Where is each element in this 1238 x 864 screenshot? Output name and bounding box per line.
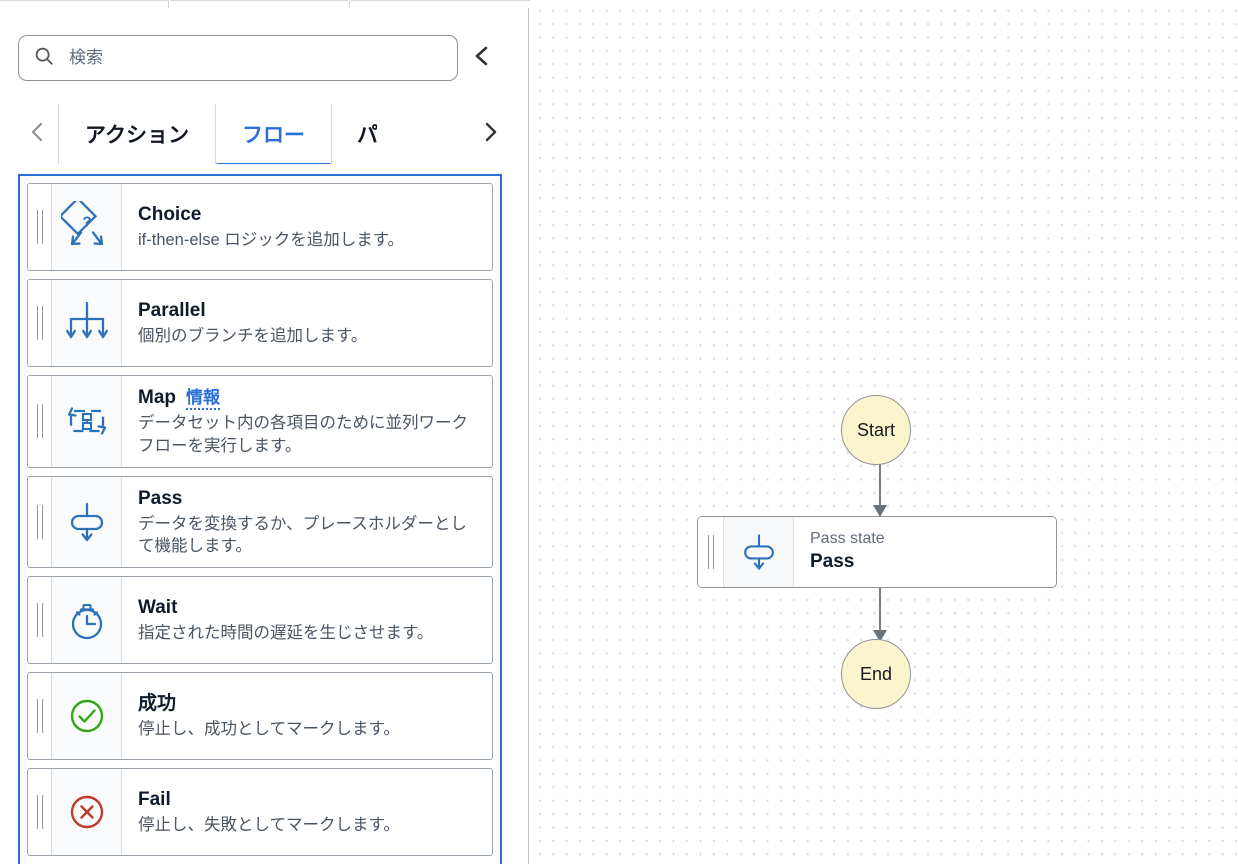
- list-item[interactable]: Wait 指定された時間の遅延を生じさせます。: [27, 576, 493, 665]
- state-name: 成功: [138, 693, 177, 715]
- list-item-text: Choice if-then-else ロジックを追加します。: [122, 184, 492, 270]
- state-list: ? Choice if-then-else ロジックを追加します。: [18, 174, 502, 864]
- state-title: Fail: [138, 788, 478, 812]
- palette-tabs: アクション フロー パ: [18, 104, 510, 164]
- tab-patterns[interactable]: パ: [330, 104, 377, 164]
- state-title: 成功: [138, 692, 478, 716]
- list-item[interactable]: Parallel 個別のブランチを追加します。: [27, 279, 493, 367]
- list-item-text: Wait 指定された時間の遅延を生じさせます。: [122, 577, 492, 663]
- list-item[interactable]: 成功 停止し、成功としてマークします。: [27, 672, 493, 761]
- parallel-icon: [52, 280, 122, 366]
- search-row: [18, 34, 510, 82]
- fail-icon: [52, 769, 122, 856]
- start-node-label: Start: [856, 419, 895, 440]
- drag-handle-icon[interactable]: [28, 673, 52, 760]
- pass-node-subtitle: Pass state: [810, 530, 885, 548]
- drag-handle-icon[interactable]: [698, 517, 724, 587]
- state-name: Parallel: [138, 299, 206, 321]
- top-hairline-3: [351, 0, 530, 1]
- state-description: if-then-else ロジックを追加します。: [138, 230, 405, 249]
- workflow-canvas[interactable]: Start Pass state Pass End: [530, 0, 1238, 864]
- list-item[interactable]: Fail 停止し、失敗としてマークします。: [27, 768, 493, 857]
- state-name: Pass: [138, 487, 183, 509]
- map-icon: [52, 376, 122, 467]
- edge-pass-to-end: [873, 585, 887, 642]
- tabs-scroll-left-button[interactable]: [18, 104, 58, 164]
- tab-actions-label: アクション: [85, 124, 189, 147]
- pass-icon: [724, 517, 794, 587]
- edge-start-to-pass: [873, 460, 887, 517]
- state-description: データセット内の各項目のために並列ワークフローを実行します。: [138, 414, 468, 455]
- state-title: Pass: [138, 487, 478, 511]
- chevron-right-icon: [481, 121, 499, 148]
- list-item[interactable]: ? Choice if-then-else ロジックを追加します。: [27, 183, 493, 271]
- end-node[interactable]: End: [841, 639, 911, 709]
- top-hairline-1: [0, 0, 168, 1]
- chevron-left-icon: [29, 121, 47, 148]
- list-item[interactable]: Map 情報 データセット内の各項目のために並列ワークフローを実行します。: [27, 375, 493, 468]
- state-name: Map: [138, 387, 176, 408]
- tab-flow-label: フロー: [241, 124, 305, 147]
- state-title: Wait: [138, 596, 478, 620]
- state-name: Wait: [138, 597, 178, 619]
- drag-handle-icon[interactable]: [28, 769, 52, 856]
- search-box[interactable]: [18, 35, 458, 81]
- search-icon: [33, 45, 55, 72]
- list-item-text: Fail 停止し、失敗としてマークします。: [122, 769, 492, 855]
- state-name: Fail: [138, 789, 171, 811]
- drag-handle-icon[interactable]: [28, 184, 52, 270]
- pass-node-title: Pass: [810, 551, 855, 573]
- state-name: Choice: [138, 203, 202, 225]
- drag-handle-icon[interactable]: [28, 280, 52, 366]
- list-item[interactable]: Pass データを変換するか、プレースホルダーとして機能します。: [27, 475, 493, 569]
- state-description: 指定された時間の遅延を生じさせます。: [138, 623, 434, 642]
- search-input[interactable]: [67, 47, 443, 69]
- svg-text:?: ?: [82, 214, 91, 231]
- pass-icon: [52, 476, 122, 568]
- top-tick-2: [349, 0, 350, 8]
- info-link[interactable]: 情報: [186, 387, 220, 411]
- success-icon: [52, 673, 122, 760]
- pass-state-node[interactable]: Pass state Pass: [697, 516, 1057, 588]
- drag-handle-icon[interactable]: [28, 577, 52, 664]
- state-title: Map 情報: [138, 386, 478, 411]
- list-item-text: Parallel 個別のブランチを追加します。: [122, 280, 492, 366]
- list-item-text: Pass データを変換するか、プレースホルダーとして機能します。: [122, 477, 492, 567]
- tabs-scroll-right-button[interactable]: [470, 104, 510, 164]
- state-title: Parallel: [138, 299, 478, 323]
- end-node-label: End: [859, 663, 893, 684]
- state-title: Choice: [138, 203, 478, 227]
- wait-icon: [52, 577, 122, 664]
- state-description: データを変換するか、プレースホルダーとして機能します。: [138, 514, 467, 555]
- drag-handle-icon[interactable]: [28, 376, 52, 467]
- state-description: 停止し、失敗としてマークします。: [138, 815, 400, 834]
- pass-node-text: Pass state Pass: [794, 517, 1056, 587]
- tabs-strip: アクション フロー パ: [58, 104, 470, 164]
- top-hairline-2: [170, 0, 348, 1]
- start-node[interactable]: Start: [841, 395, 911, 465]
- top-tick-1: [168, 0, 169, 8]
- chevron-left-icon: [472, 44, 492, 73]
- list-item-text: Map 情報 データセット内の各項目のために並列ワークフローを実行します。: [122, 376, 492, 467]
- state-palette-panel: アクション フロー パ: [0, 8, 529, 864]
- tab-flow[interactable]: フロー: [214, 104, 331, 164]
- state-description: 停止し、成功としてマークします。: [138, 719, 400, 738]
- tab-actions[interactable]: アクション: [58, 104, 215, 164]
- state-description: 個別のブランチを追加します。: [138, 326, 368, 345]
- tab-patterns-label: パ: [356, 124, 377, 147]
- choice-icon: ?: [52, 184, 122, 270]
- drag-handle-icon[interactable]: [28, 476, 52, 568]
- list-item-text: 成功 停止し、成功としてマークします。: [122, 673, 492, 759]
- collapse-panel-button[interactable]: [465, 35, 499, 81]
